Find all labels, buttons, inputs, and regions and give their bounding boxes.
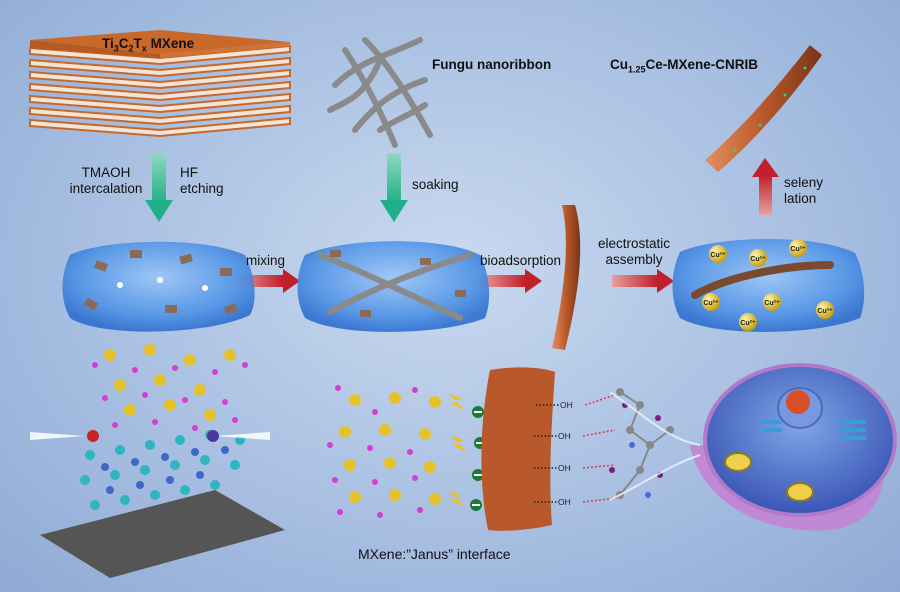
- red-arrow-electrostatic: [612, 269, 674, 293]
- solution-blob-1: [62, 241, 255, 332]
- hydroxyl-label: OH: [558, 463, 571, 473]
- cu-ion-label: Cu²⁺: [764, 300, 780, 307]
- product-ribbon-illustration: [705, 45, 822, 172]
- cu-ion-label: Cu²⁺: [740, 320, 756, 327]
- product-label: Cu1.25Ce-MXene-CNRIB: [610, 57, 759, 75]
- hydroxyl-label: OH: [560, 400, 573, 410]
- solution-blob-3: Cu²⁺ Cu²⁺ Cu²⁺ Cu²⁺ Cu²⁺ Cu²⁺ Cu²⁺: [672, 238, 865, 332]
- cu-ion-label: Cu²⁺: [710, 252, 726, 259]
- green-arrow-mxene: [152, 153, 166, 203]
- mxene-label: Ti3C2Tx MXene: [102, 36, 195, 54]
- solution-blob-2: [297, 241, 490, 332]
- crystal-structure-illustration: [30, 344, 285, 578]
- janus-interface-label: MXene:”Janus” interface: [358, 546, 511, 562]
- cu-ion-label: Cu²⁺: [790, 246, 806, 253]
- hydroxyl-label: OH: [558, 497, 571, 507]
- red-arrow-selenylation: [752, 158, 779, 215]
- bioadsorption-label: bioadsorption: [480, 253, 562, 268]
- red-arrow-bioadsorption: [480, 269, 542, 293]
- soaking-label: soaking: [412, 177, 459, 192]
- janus-interface-illustration: OH OH OH OH: [327, 367, 674, 531]
- fungus-nanoribbon-illustration: [327, 37, 433, 148]
- mixing-label: mixing: [246, 253, 286, 268]
- fungu-nanoribbon-label: Fungu nanoribbon: [432, 57, 552, 72]
- cu-ion-label: Cu²⁺: [817, 308, 833, 315]
- mxene-stack-illustration: [29, 30, 291, 138]
- green-arrow-soaking: [387, 153, 401, 203]
- cell-illustration: [609, 363, 897, 531]
- assembled-ribbon-illustration: [552, 205, 581, 350]
- cu-ion-label: Cu²⁺: [750, 256, 766, 263]
- hydroxyl-label: OH: [558, 431, 571, 441]
- cu-ion-label: Cu²⁺: [703, 300, 719, 307]
